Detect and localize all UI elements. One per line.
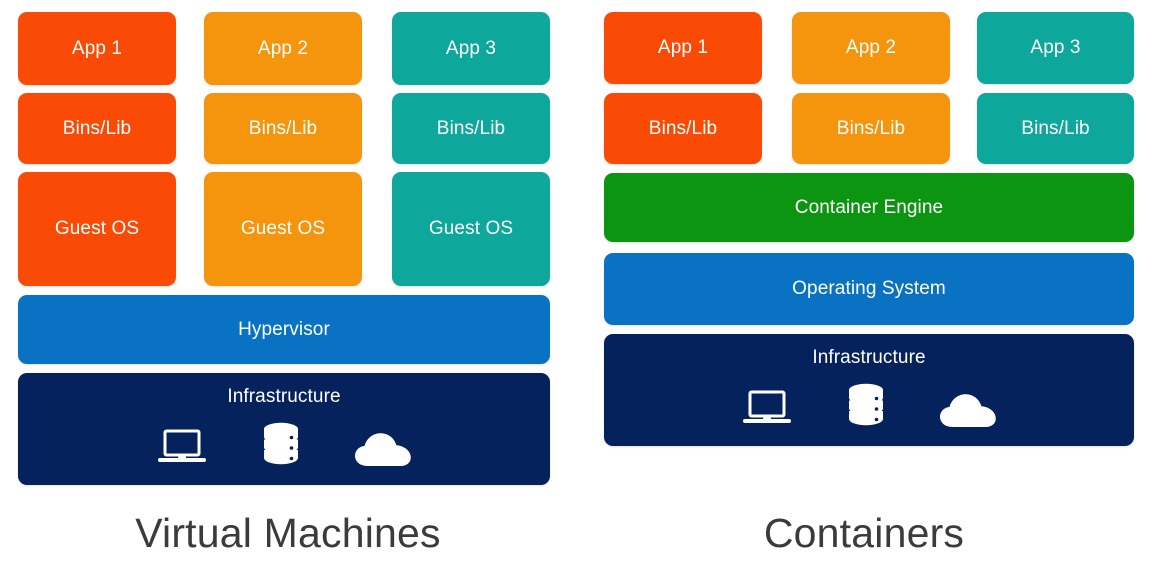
operating-system-block[interactable]: Operating System bbox=[604, 253, 1134, 325]
containers-caption: Containers bbox=[763, 510, 965, 556]
container-bins-block-3[interactable]: Bins/Lib bbox=[977, 93, 1134, 164]
hypervisor-block[interactable]: Hypervisor bbox=[18, 295, 550, 364]
vm-infrastructure-block[interactable]: Infrastructure bbox=[18, 373, 550, 485]
containers-panel: App 1 Bins/Lib App 2 Bins/Lib App 3 Bins… bbox=[576, 0, 1152, 583]
container-infrastructure-label: Infrastructure bbox=[812, 347, 926, 368]
vm-bins-block-2[interactable]: Bins/Lib bbox=[204, 93, 362, 164]
vm-infrastructure-label: Infrastructure bbox=[227, 386, 341, 407]
container-app-block-3[interactable]: App 3 bbox=[977, 12, 1134, 84]
container-bins-block-1[interactable]: Bins/Lib bbox=[604, 93, 762, 164]
vm-guest-os-block-1[interactable]: Guest OS bbox=[18, 172, 176, 286]
cloud-icon bbox=[939, 393, 997, 429]
vm-app-block-1[interactable]: App 1 bbox=[18, 12, 176, 85]
vm-bins-block-1[interactable]: Bins/Lib bbox=[18, 93, 176, 164]
vm-infrastructure-icon-row bbox=[156, 422, 412, 468]
container-bins-block-2[interactable]: Bins/Lib bbox=[792, 93, 950, 164]
container-infrastructure-block[interactable]: Infrastructure bbox=[604, 334, 1134, 446]
container-app-block-1[interactable]: App 1 bbox=[604, 12, 762, 84]
virtual-machines-caption: Virtual Machines bbox=[135, 510, 441, 556]
vm-guest-os-block-2[interactable]: Guest OS bbox=[204, 172, 362, 286]
vm-app-block-2[interactable]: App 2 bbox=[204, 12, 362, 85]
laptop-icon bbox=[741, 389, 793, 429]
database-icon bbox=[260, 422, 302, 468]
vm-bins-block-3[interactable]: Bins/Lib bbox=[392, 93, 550, 164]
vm-app-block-3[interactable]: App 3 bbox=[392, 12, 550, 85]
container-infrastructure-icon-row bbox=[741, 383, 997, 429]
laptop-icon bbox=[156, 428, 208, 468]
container-app-block-2[interactable]: App 2 bbox=[792, 12, 950, 84]
container-engine-block[interactable]: Container Engine bbox=[604, 173, 1134, 242]
cloud-icon bbox=[354, 432, 412, 468]
vm-guest-os-block-3[interactable]: Guest OS bbox=[392, 172, 550, 286]
database-icon bbox=[845, 383, 887, 429]
virtual-machines-panel: App 1 Bins/Lib Guest OS App 2 Bins/Lib G… bbox=[18, 12, 550, 485]
